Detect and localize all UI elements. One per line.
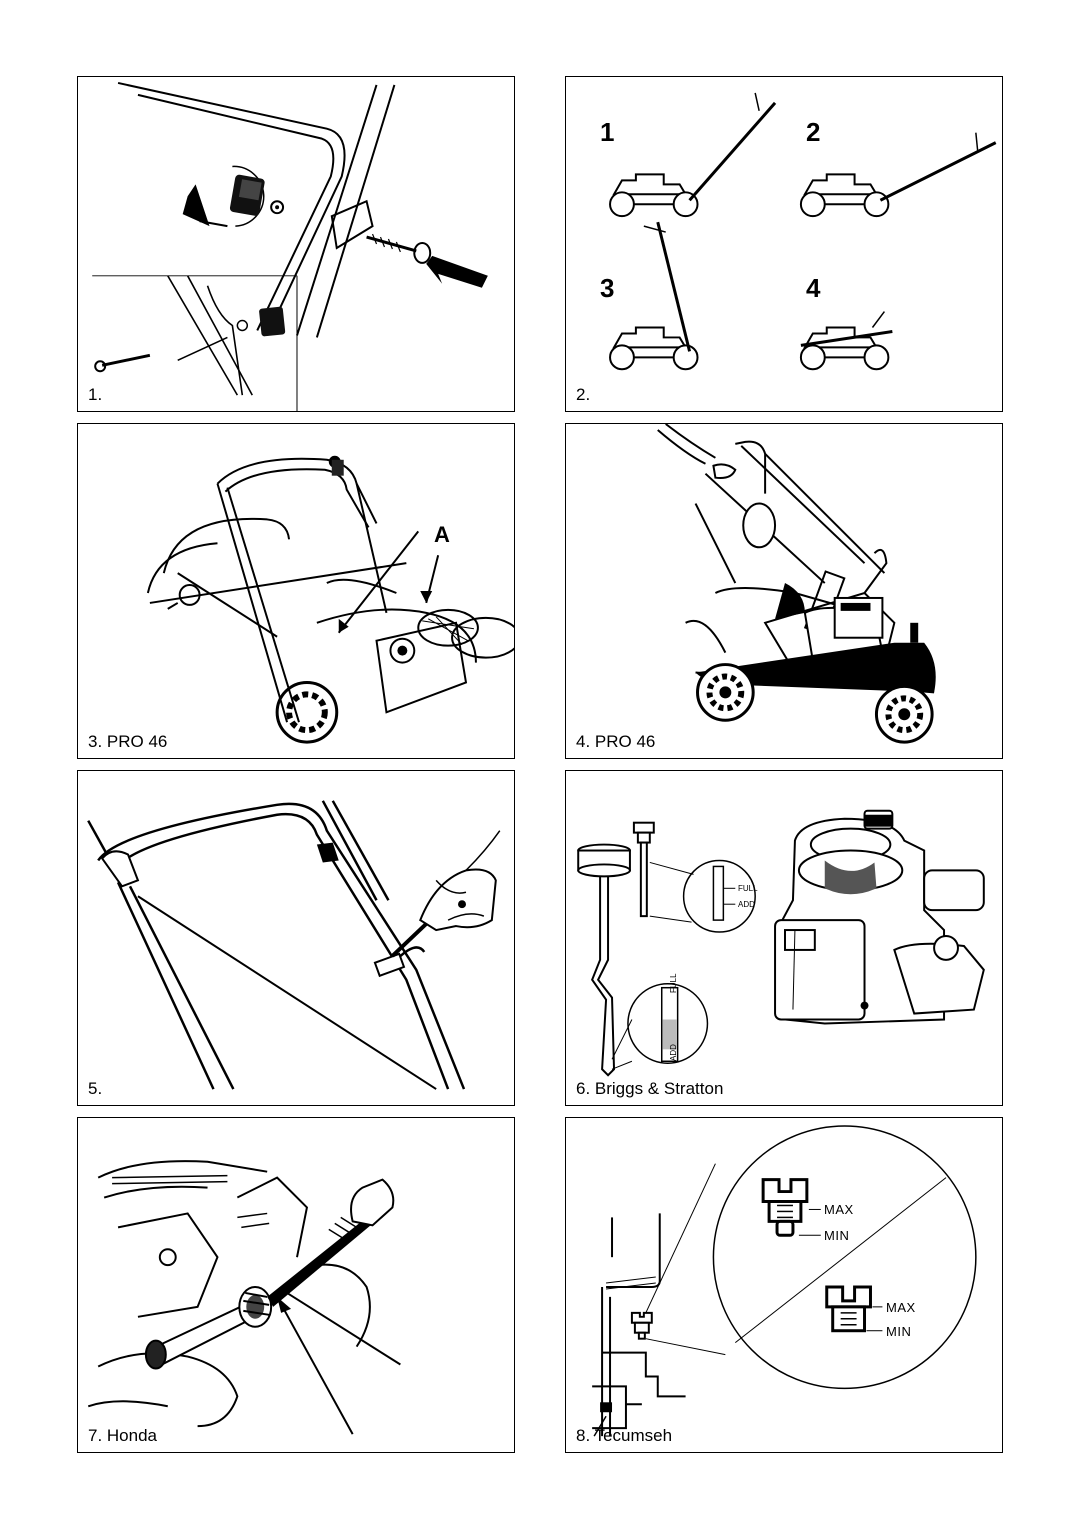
position-label-4: 4 — [806, 273, 821, 303]
honda-dipstick-illustration — [87, 1160, 401, 1435]
handle-cable-routing-illustration — [146, 455, 514, 744]
figure-caption: 6. Briggs & Stratton — [576, 1079, 724, 1098]
lower-min-label: MIN — [886, 1324, 912, 1339]
dipstick-add-label: ADD — [738, 900, 755, 909]
figure-caption: 4. PRO 46 — [576, 732, 656, 751]
handle-bolt-assembly-illustration — [92, 81, 488, 411]
tecumseh-dipstick-illustration — [592, 1125, 977, 1437]
figure-caption: 2. — [576, 385, 591, 404]
position-label-3: 3 — [600, 273, 615, 303]
figure-caption: 7. Honda — [88, 1426, 157, 1445]
handle-height-positions-illustration — [609, 92, 997, 371]
figure-8-panel: MAX MIN MAX MIN 8. Tecumseh — [565, 1117, 1003, 1453]
figure-caption: 1. — [88, 385, 103, 404]
figure-5-panel: 5. — [77, 770, 515, 1106]
figure-4-panel: 4. PRO 46 — [565, 423, 1003, 759]
cable-clip-illustration — [87, 800, 501, 1090]
briggs-dipstick-illustration — [577, 809, 985, 1077]
upper-min-label: MIN — [824, 1228, 850, 1243]
dipstick-add-label-vertical: ADD — [669, 1044, 678, 1061]
lower-max-label: MAX — [886, 1300, 916, 1315]
folding-handle-illustration — [657, 424, 936, 744]
position-label-1: 1 — [600, 117, 615, 147]
figure-caption: 5. — [88, 1079, 103, 1098]
figure-1-panel: 1. — [77, 76, 515, 412]
callout-a-label: A — [434, 522, 450, 547]
figure-6-panel: FULL ADD FULL ADD 6. Briggs & Stratton — [565, 770, 1003, 1106]
figure-caption: 8. Tecumseh — [576, 1426, 673, 1445]
figure-3-panel: A 3. PRO 46 — [77, 423, 515, 759]
dipstick-full-label-vertical: FULL — [669, 973, 678, 993]
figure-7-panel: 7. Honda — [77, 1117, 515, 1453]
figure-2-panel: 1 2 3 4 2. — [565, 76, 1003, 412]
upper-max-label: MAX — [824, 1202, 854, 1217]
position-label-2: 2 — [806, 117, 821, 147]
figure-caption: 3. PRO 46 — [88, 732, 168, 751]
dipstick-full-label: FULL — [738, 884, 758, 893]
